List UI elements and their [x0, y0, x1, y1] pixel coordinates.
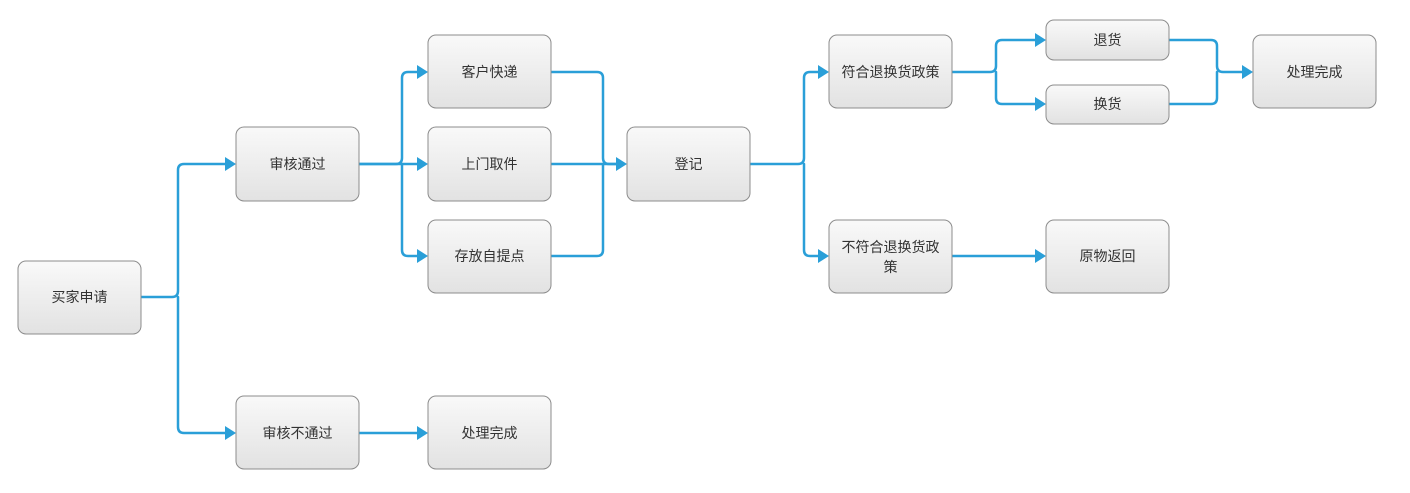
node-done-reject[interactable]: 处理完成	[427, 395, 552, 470]
connector-request-to-pass	[139, 162, 227, 299]
node-policy-not-ok[interactable]: 不符合退换货政 策	[828, 219, 953, 294]
node-register[interactable]: 登记	[626, 126, 751, 202]
node-policy-ok[interactable]: 符合退换货政策	[828, 34, 953, 109]
node-pickup[interactable]: 上门取件	[427, 126, 552, 202]
arrowhead-exchange-goods	[1035, 97, 1046, 111]
node-buyer-request-label: 买家申请	[52, 289, 108, 306]
node-buyer-request[interactable]: 买家申请	[17, 260, 142, 335]
node-review-fail-label: 审核不通过	[263, 426, 333, 442]
node-self-pickup-point-label: 存放自提点	[455, 249, 525, 265]
arrowhead-courier	[417, 65, 428, 79]
node-policy-ok-label: 符合退换货政策	[842, 64, 940, 81]
node-self-pickup-point[interactable]: 存放自提点	[427, 219, 552, 294]
arrowhead-policy-not-ok	[818, 249, 829, 263]
node-review-fail[interactable]: 审核不通过	[235, 395, 360, 470]
connector-pass-to-courier	[357, 70, 419, 166]
node-pickup-label: 上门取件	[462, 157, 518, 173]
connector-pass-to-selfpoint	[400, 162, 419, 258]
node-return-goods[interactable]: 退货	[1045, 19, 1170, 61]
node-done-final[interactable]: 处理完成	[1252, 34, 1377, 109]
node-courier[interactable]: 客户快递	[427, 34, 552, 109]
arrowhead-self-pickup-point	[417, 249, 428, 263]
connectors	[139, 38, 1244, 435]
arrowheads	[225, 33, 1253, 440]
arrowhead-review-fail	[225, 426, 236, 440]
arrowhead-register	[616, 157, 627, 171]
arrowhead-pickup	[417, 157, 428, 171]
node-return-goods-label: 退货	[1094, 32, 1122, 49]
connector-request-to-fail	[176, 295, 227, 435]
node-review-pass[interactable]: 审核通过	[235, 126, 360, 202]
node-exchange-goods[interactable]: 换货	[1045, 84, 1170, 125]
arrowhead-done-final	[1242, 65, 1253, 79]
connector-courier-to-register	[549, 70, 618, 166]
node-exchange-goods-label: 换货	[1094, 96, 1122, 113]
connector-return-to-done	[1167, 38, 1244, 74]
connector-register-to-ok	[748, 70, 820, 166]
node-review-pass-label: 审核通过	[270, 157, 326, 173]
connector-ok-to-exchange	[994, 70, 1037, 106]
node-policy-not-ok-label-line1: 不符合退换货政	[842, 239, 940, 256]
node-done-reject-label: 处理完成	[462, 426, 518, 442]
connector-exchange-to-done	[1167, 70, 1219, 106]
node-done-final-label: 处理完成	[1287, 65, 1343, 81]
connector-register-to-notok	[802, 162, 820, 258]
arrowhead-return-goods	[1035, 33, 1046, 47]
arrowhead-return-original	[1035, 249, 1046, 263]
node-register-label: 登记	[675, 157, 703, 173]
node-return-original[interactable]: 原物返回	[1045, 219, 1170, 294]
node-policy-not-ok-label-line2: 策	[884, 259, 898, 276]
node-return-original-label: 原物返回	[1080, 249, 1136, 265]
node-courier-label: 客户快递	[462, 64, 518, 81]
arrowhead-policy-ok	[818, 65, 829, 79]
connector-ok-to-return	[950, 38, 1037, 74]
connector-selfpoint-to-register	[549, 162, 605, 258]
arrowhead-review-pass	[225, 157, 236, 171]
arrowhead-done-reject	[417, 426, 428, 440]
